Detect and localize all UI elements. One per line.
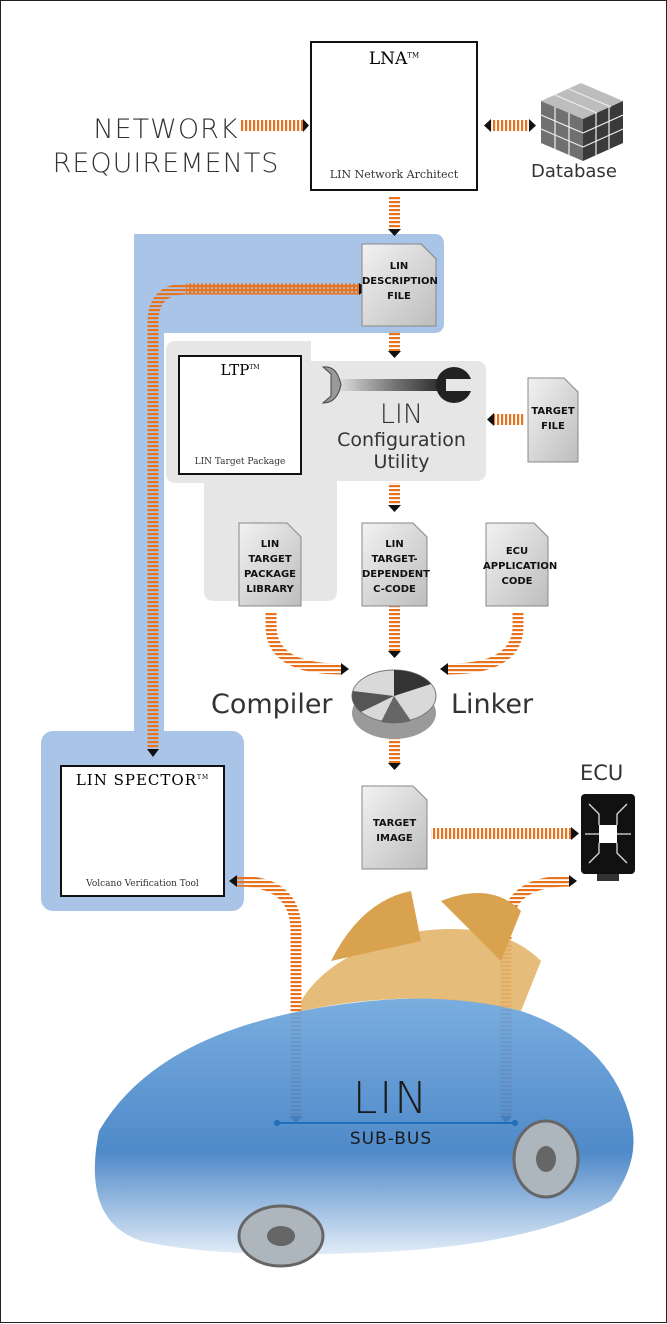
ltp-title: LTPTM — [220, 361, 260, 379]
config-utility-line1: Configuration — [337, 429, 466, 451]
ecu-label: ECU — [580, 761, 624, 785]
bus-line — [274, 1120, 518, 1126]
lna-tool-box: LNATM LIN Network Architect — [310, 41, 478, 191]
compiler-wheel-icon — [351, 669, 437, 739]
target-file-label: TARGET FILE — [531, 406, 575, 432]
ecu-chip-icon — [581, 794, 635, 881]
target-image-label: TARGET IMAGE — [372, 818, 417, 844]
config-utility-line2: Utility — [373, 451, 430, 473]
database-label: Database — [531, 161, 617, 182]
ltp-tool-box: LTPTM LIN Target Package — [178, 355, 302, 475]
network-requirements-label: NETWORK REQUIREMENTS — [52, 114, 280, 179]
ecu-application-label: ECU APPLICATION CODE — [483, 546, 558, 587]
bus-title: LIN — [352, 1073, 430, 1124]
flow-arrows — [147, 119, 579, 1124]
config-utility-title: LIN — [379, 399, 424, 430]
car-image — [94, 891, 634, 1268]
ltp-subtitle: LIN Target Package — [194, 457, 286, 467]
lna-subtitle: LIN Network Architect — [329, 168, 459, 181]
lna-title: LNATM — [368, 49, 420, 69]
document-icons — [238, 243, 579, 870]
wrench-icon — [321, 366, 472, 404]
bus-subtitle: SUB-BUS — [349, 1129, 433, 1149]
spector-subtitle: Volcano Verification Tool — [86, 879, 199, 889]
linker-label: Linker — [451, 689, 534, 720]
ltp-library-label: LIN TARGET PACKAGE LIBRARY — [243, 539, 297, 595]
spector-title: LIN SPECTORTM — [75, 771, 210, 789]
database-icon — [540, 83, 624, 161]
spector-tool-box: LIN SPECTORTM Volcano Verification Tool — [60, 765, 225, 897]
compiler-label: Compiler — [211, 689, 333, 720]
target-ccode-label: LIN TARGET- DEPENDENT C-CODE — [362, 539, 430, 595]
ldf-document-label: LIN DESCRIPTION FILE — [362, 261, 438, 302]
